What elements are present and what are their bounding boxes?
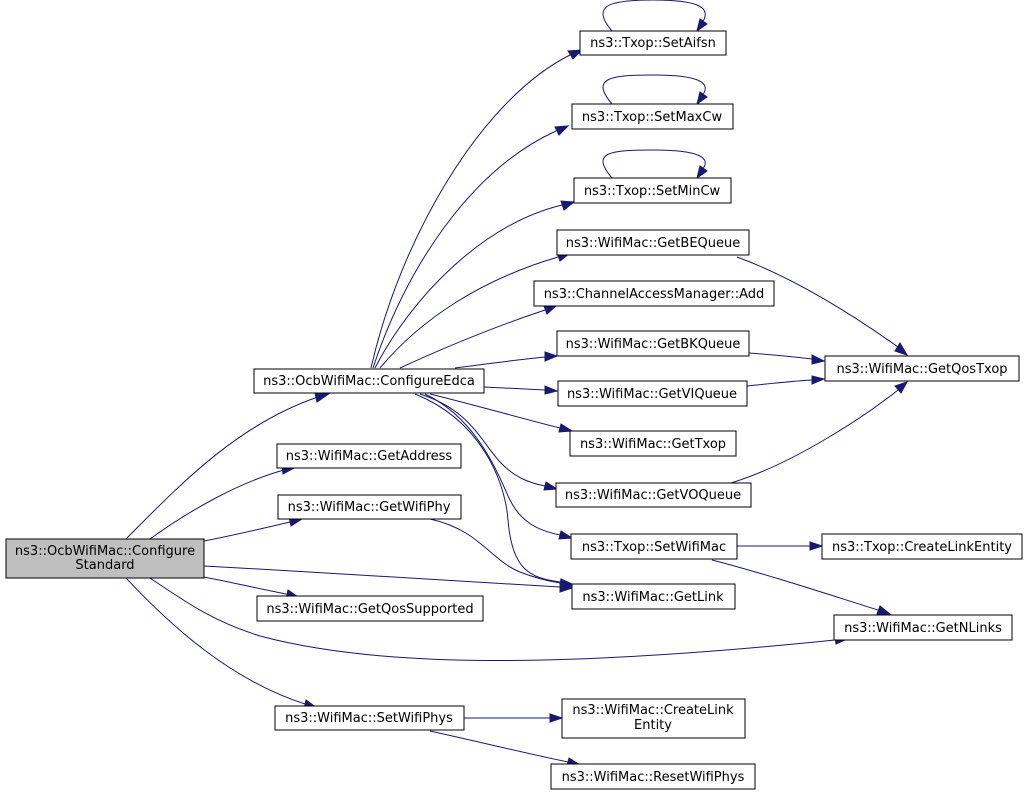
edge-set-min-cw-self-loop [602,149,706,179]
node-set-aifsn-label: ns3::Txop::SetAifsn [590,36,716,51]
node-get-vi-queue[interactable]: ns3::WifiMac::GetVIQueue [557,380,748,407]
node-set-max-cw[interactable]: ns3::Txop::SetMaxCw [571,103,734,130]
edge-arrowhead [314,392,332,403]
edge-configure-edca-to-get-bk-queue [454,356,546,369]
node-set-min-cw-label: ns3::Txop::SetMinCw [584,184,721,199]
call-graph-edges [125,0,909,767]
edge-root-to-get-n-links [149,577,836,662]
edge-root-to-get-wifi-phy [203,521,291,542]
edge-root-to-configure-edca [125,396,319,540]
node-get-qos-txop-label: ns3::WifiMac::GetQosTxop [836,362,1007,377]
edge-root-to-get-address [149,469,285,540]
edge-configure-edca-to-get-be-queue [379,256,559,369]
node-get-vi-queue-label: ns3::WifiMac::GetVIQueue [567,387,737,402]
edge-set-max-cw-self-loop [602,74,706,105]
node-get-qos-txop[interactable]: ns3::WifiMac::GetQosTxop [824,355,1020,382]
node-get-be-queue-label: ns3::WifiMac::GetBEQueue [566,236,741,251]
node-get-link-label: ns3::WifiMac::GetLink [582,590,724,605]
node-create-link-entity-txop-label: ns3::Txop::CreateLinkEntity [832,540,1012,555]
edge-get-vi-queue-to-get-qos-txop [746,379,813,387]
edge-arrowhead [876,605,892,615]
edge-arrowhead [811,375,826,385]
node-set-min-cw[interactable]: ns3::Txop::SetMinCw [573,177,732,204]
node-get-vo-queue-label: ns3::WifiMac::GetVOQueue [565,488,741,503]
node-set-max-cw-label: ns3::Txop::SetMaxCw [582,110,723,125]
node-get-address[interactable]: ns3::WifiMac::GetAddress [276,443,462,469]
node-get-txop-label: ns3::WifiMac::GetTxop [580,437,726,452]
node-get-n-links-label: ns3::WifiMac::GetNLinks [844,621,1002,636]
edge-root-to-get-link [203,565,561,588]
edge-arrowhead [809,541,824,551]
edge-configure-edca-to-get-txop [429,393,561,429]
node-get-bk-queue[interactable]: ns3::WifiMac::GetBKQueue [556,330,750,357]
node-reset-wifi-phys[interactable]: ns3::WifiMac::ResetWifiPhys [550,763,756,790]
node-get-link[interactable]: ns3::WifiMac::GetLink [571,583,736,610]
edge-configure-edca-to-set-max-cw [372,130,557,369]
node-get-txop[interactable]: ns3::WifiMac::GetTxop [569,430,737,457]
edge-set-wifi-phys-to-reset-wifi-phys [429,730,569,763]
node-txop-set-wifi-mac[interactable]: ns3::Txop::SetWifiMac [570,533,738,560]
edge-configure-edca-to-set-min-cw [374,204,563,369]
edge-root-to-get-qos-supported [203,576,287,595]
node-set-wifi-phys[interactable]: ns3::WifiMac::SetWifiPhys [274,705,465,731]
node-get-address-label: ns3::WifiMac::GetAddress [286,449,453,464]
node-get-qos-supported[interactable]: ns3::WifiMac::GetQosSupported [256,595,484,622]
node-configure-edca[interactable]: ns3::OcbWifiMac::ConfigureEdca [253,368,485,394]
edge-arrowhead [544,351,559,362]
edge-arrowhead [543,481,559,491]
edge-arrowhead [811,354,826,365]
edge-set-aifsn-self-loop [602,0,706,32]
node-create-link-entity-mac-line1: ns3::WifiMac::CreateLink [572,703,734,718]
edge-arrowhead [696,91,708,106]
edge-arrowhead [554,125,570,136]
call-graph-nodes: ns3::OcbWifiMac::Configure Standard ns3:… [5,30,1023,790]
node-get-qos-supported-label: ns3::WifiMac::GetQosSupported [266,602,473,617]
node-cam-add[interactable]: ns3::ChannelAccessManager::Add [533,280,775,307]
node-root-line1: ns3::OcbWifiMac::Configure [15,544,195,559]
edge-set-wifi-mac-to-get-n-links [711,559,879,611]
node-get-wifi-phy-label: ns3::WifiMac::GetWifiPhy [288,500,451,515]
edge-arrowhead [894,342,909,356]
node-create-link-entity-mac[interactable]: ns3::WifiMac::CreateLink Entity [561,698,746,739]
node-set-wifi-phys-label: ns3::WifiMac::SetWifiPhys [285,711,453,726]
edge-arrowhead [560,200,576,211]
edge-arrowhead [558,530,574,540]
node-create-link-entity-txop[interactable]: ns3::Txop::CreateLinkEntity [821,533,1023,560]
edge-configure-edca-to-get-vo-queue [419,393,546,487]
edge-arrowhead [559,578,574,589]
node-txop-set-wifi-mac-label: ns3::Txop::SetWifiMac [582,540,726,555]
node-create-link-entity-mac-line2: Entity [634,718,672,733]
edge-arrowhead [549,713,564,723]
edge-configure-edca-to-get-vi-queue [483,386,546,391]
node-cam-add-label: ns3::ChannelAccessManager::Add [544,287,765,302]
edge-configure-edca-to-cam-add [399,309,546,369]
node-reset-wifi-phys-label: ns3::WifiMac::ResetWifiPhys [562,770,745,785]
edge-arrowhead [696,18,708,33]
edge-get-bk-queue-to-get-qos-txop [748,352,813,360]
node-configure-edca-label: ns3::OcbWifiMac::ConfigureEdca [263,374,475,389]
edge-configure-edca-to-set-wifi-mac [424,393,561,536]
edge-get-wifi-phy-to-get-link [429,518,561,584]
edge-arrowhead [543,305,558,315]
edge-arrowhead [894,381,909,394]
edge-arrowhead [544,385,559,395]
node-get-n-links[interactable]: ns3::WifiMac::GetNLinks [833,614,1013,641]
edge-arrowhead [558,423,574,433]
edge-get-be-queue-to-get-qos-txop [736,256,899,348]
node-get-bk-queue-label: ns3::WifiMac::GetBKQueue [566,337,741,352]
edge-arrowhead [696,165,708,180]
node-root-line2: Standard [75,558,134,573]
edge-root-to-set-wifi-phys [125,577,306,705]
node-set-aifsn[interactable]: ns3::Txop::SetAifsn [579,30,727,56]
edge-configure-edca-to-set-aifsn [370,54,571,369]
node-get-wifi-phy[interactable]: ns3::WifiMac::GetWifiPhy [277,494,462,520]
edge-arrowhead [567,49,584,60]
node-root[interactable]: ns3::OcbWifiMac::Configure Standard [5,538,205,579]
edge-get-vo-queue-to-get-qos-txop [730,389,899,484]
node-get-vo-queue[interactable]: ns3::WifiMac::GetVOQueue [555,482,752,508]
edge-configure-edca-to-get-link [414,393,561,583]
node-get-be-queue[interactable]: ns3::WifiMac::GetBEQueue [556,229,750,256]
